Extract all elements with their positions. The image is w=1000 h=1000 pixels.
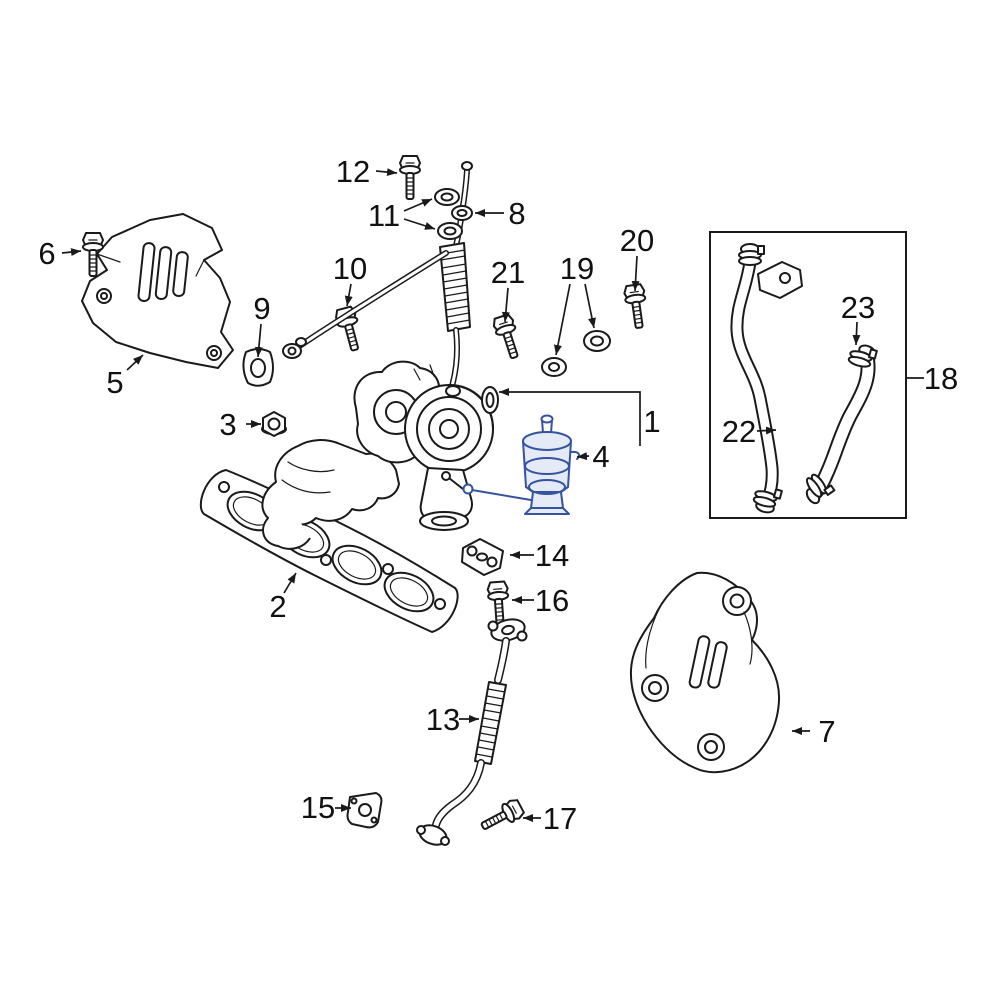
callout-15[interactable]: 15 (301, 790, 335, 825)
part-14-gasket[interactable] (461, 538, 504, 576)
part-23-coolant-hose[interactable] (803, 343, 878, 506)
callout-12[interactable]: 12 (336, 154, 370, 189)
callout-22[interactable]: 22 (722, 414, 756, 449)
leader-lines (61, 168, 924, 822)
callout-23[interactable]: 23 (841, 290, 875, 325)
callout-17[interactable]: 17 (543, 801, 577, 836)
callout-21[interactable]: 21 (491, 255, 525, 290)
callout-16[interactable]: 16 (535, 583, 569, 618)
part-17-bolt[interactable] (476, 796, 527, 837)
callout-13[interactable]: 13 (426, 702, 460, 737)
part-18-coolant-pipe-kit-box[interactable] (709, 231, 907, 519)
callout-8[interactable]: 8 (508, 196, 525, 231)
callout-11[interactable]: 11 (368, 198, 400, 233)
part-5-heat-shield[interactable] (81, 213, 234, 369)
callout-1[interactable]: 1 (643, 404, 660, 439)
part-7-heat-shield-bracket[interactable] (629, 571, 781, 774)
callout-labels: 12 11 8 6 10 21 19 20 23 18 9 5 22 3 1 4… (38, 154, 958, 836)
part-4-wastegate-actuator[interactable] (462, 414, 580, 515)
part-13-oil-return-pipe[interactable] (416, 616, 528, 848)
callout-2[interactable]: 2 (269, 589, 286, 624)
callout-7[interactable]: 7 (818, 714, 835, 749)
callout-18[interactable]: 18 (924, 361, 958, 396)
part-9-grommet[interactable] (242, 348, 274, 387)
part-16-bolt[interactable] (486, 580, 512, 627)
part-12-bolt[interactable] (399, 155, 421, 200)
part-15-gasket[interactable] (346, 792, 383, 829)
callout-3[interactable]: 3 (219, 407, 236, 442)
callout-6[interactable]: 6 (38, 236, 55, 271)
oil-feed-pipe (282, 250, 449, 359)
part-1-turbocharger-assembly[interactable] (261, 360, 499, 550)
callout-5[interactable]: 5 (106, 365, 123, 400)
part-3-nut[interactable] (261, 411, 287, 437)
part-19-seal-washers[interactable] (541, 330, 611, 377)
part-22-coolant-pipe[interactable] (730, 243, 803, 514)
part-21-bolt[interactable] (490, 312, 526, 362)
callout-14[interactable]: 14 (535, 538, 569, 573)
callout-20[interactable]: 20 (620, 223, 654, 258)
callout-4[interactable]: 4 (592, 439, 609, 474)
callout-19[interactable]: 19 (560, 251, 594, 286)
part-20-bolt[interactable] (622, 282, 651, 331)
part-11-washers[interactable] (434, 188, 463, 240)
callout-10[interactable]: 10 (333, 251, 367, 286)
part-8-washer[interactable] (451, 205, 473, 221)
callout-9[interactable]: 9 (253, 291, 270, 326)
